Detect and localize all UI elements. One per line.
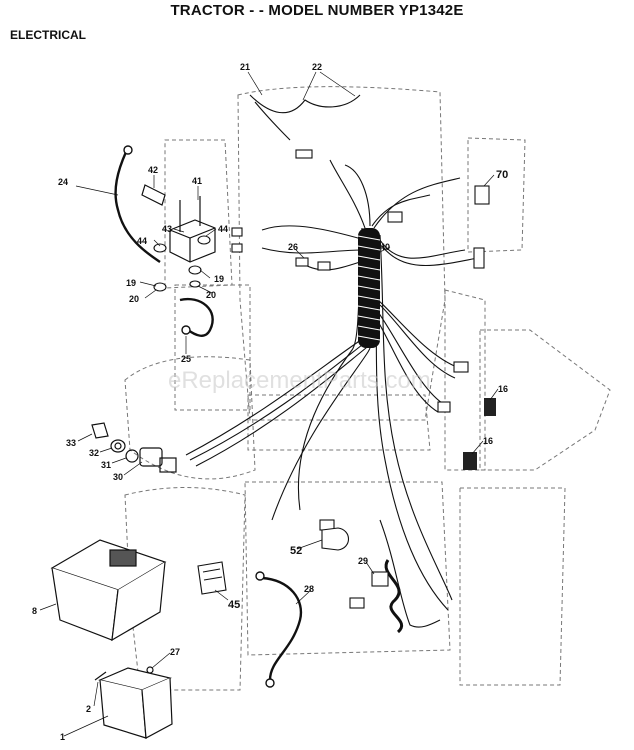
callout-8: 8 — [32, 606, 37, 616]
battery-box — [50, 539, 167, 642]
callout-33: 33 — [66, 438, 76, 448]
coil-stripes — [357, 235, 381, 341]
callout-40: 40 — [380, 242, 390, 252]
callout-29: 29 — [358, 556, 368, 566]
callout-24: 24 — [58, 177, 68, 187]
module-45 — [197, 561, 227, 595]
callout-70: 70 — [496, 169, 508, 181]
callout-52: 52 — [290, 545, 302, 557]
callout-20-right: 20 — [206, 290, 216, 300]
ring-terminals — [123, 145, 275, 688]
callout-28: 28 — [304, 584, 314, 594]
callout-45: 45 — [228, 599, 240, 611]
callout-22: 22 — [312, 62, 322, 72]
callout-42: 42 — [148, 165, 158, 175]
watermark: eReplacementParts.com — [168, 367, 431, 394]
callout-2: 2 — [86, 704, 91, 714]
leader-lines — [39, 71, 499, 737]
interlock-switches — [463, 398, 496, 470]
diagram-title: TRACTOR - - MODEL NUMBER YP1342E — [170, 2, 464, 19]
callout-32: 32 — [89, 448, 99, 458]
callout-26: 26 — [288, 242, 298, 252]
connectors — [231, 149, 490, 609]
callout-21: 21 — [240, 62, 250, 72]
fuse-holder — [321, 527, 350, 551]
callout-1: 1 — [60, 732, 65, 742]
callout-20-left: 20 — [129, 294, 139, 304]
callout-27: 27 — [170, 647, 180, 657]
battery — [94, 666, 173, 739]
callout-44-left: 44 — [137, 236, 147, 246]
rear-coil — [384, 559, 404, 634]
callout-31: 31 — [101, 460, 111, 470]
callout-19-right: 19 — [214, 274, 224, 284]
callout-30: 30 — [113, 472, 123, 482]
callout-41: 41 — [192, 176, 202, 186]
callout-16-upper: 16 — [498, 384, 508, 394]
section-heading: ELECTRICAL — [10, 28, 86, 42]
washers — [153, 235, 211, 292]
callout-44-right: 44 — [218, 224, 228, 234]
callout-16-lower: 16 — [483, 436, 493, 446]
callout-labels: 1 2 8 16 16 19 19 20 20 21 22 24 25 26 2… — [32, 62, 508, 742]
ignition-switch — [91, 422, 177, 473]
battery-cables — [114, 151, 303, 681]
callout-25: 25 — [181, 354, 191, 364]
callout-43: 43 — [162, 224, 172, 234]
solenoid — [141, 184, 216, 263]
callout-19-left: 19 — [126, 278, 136, 288]
